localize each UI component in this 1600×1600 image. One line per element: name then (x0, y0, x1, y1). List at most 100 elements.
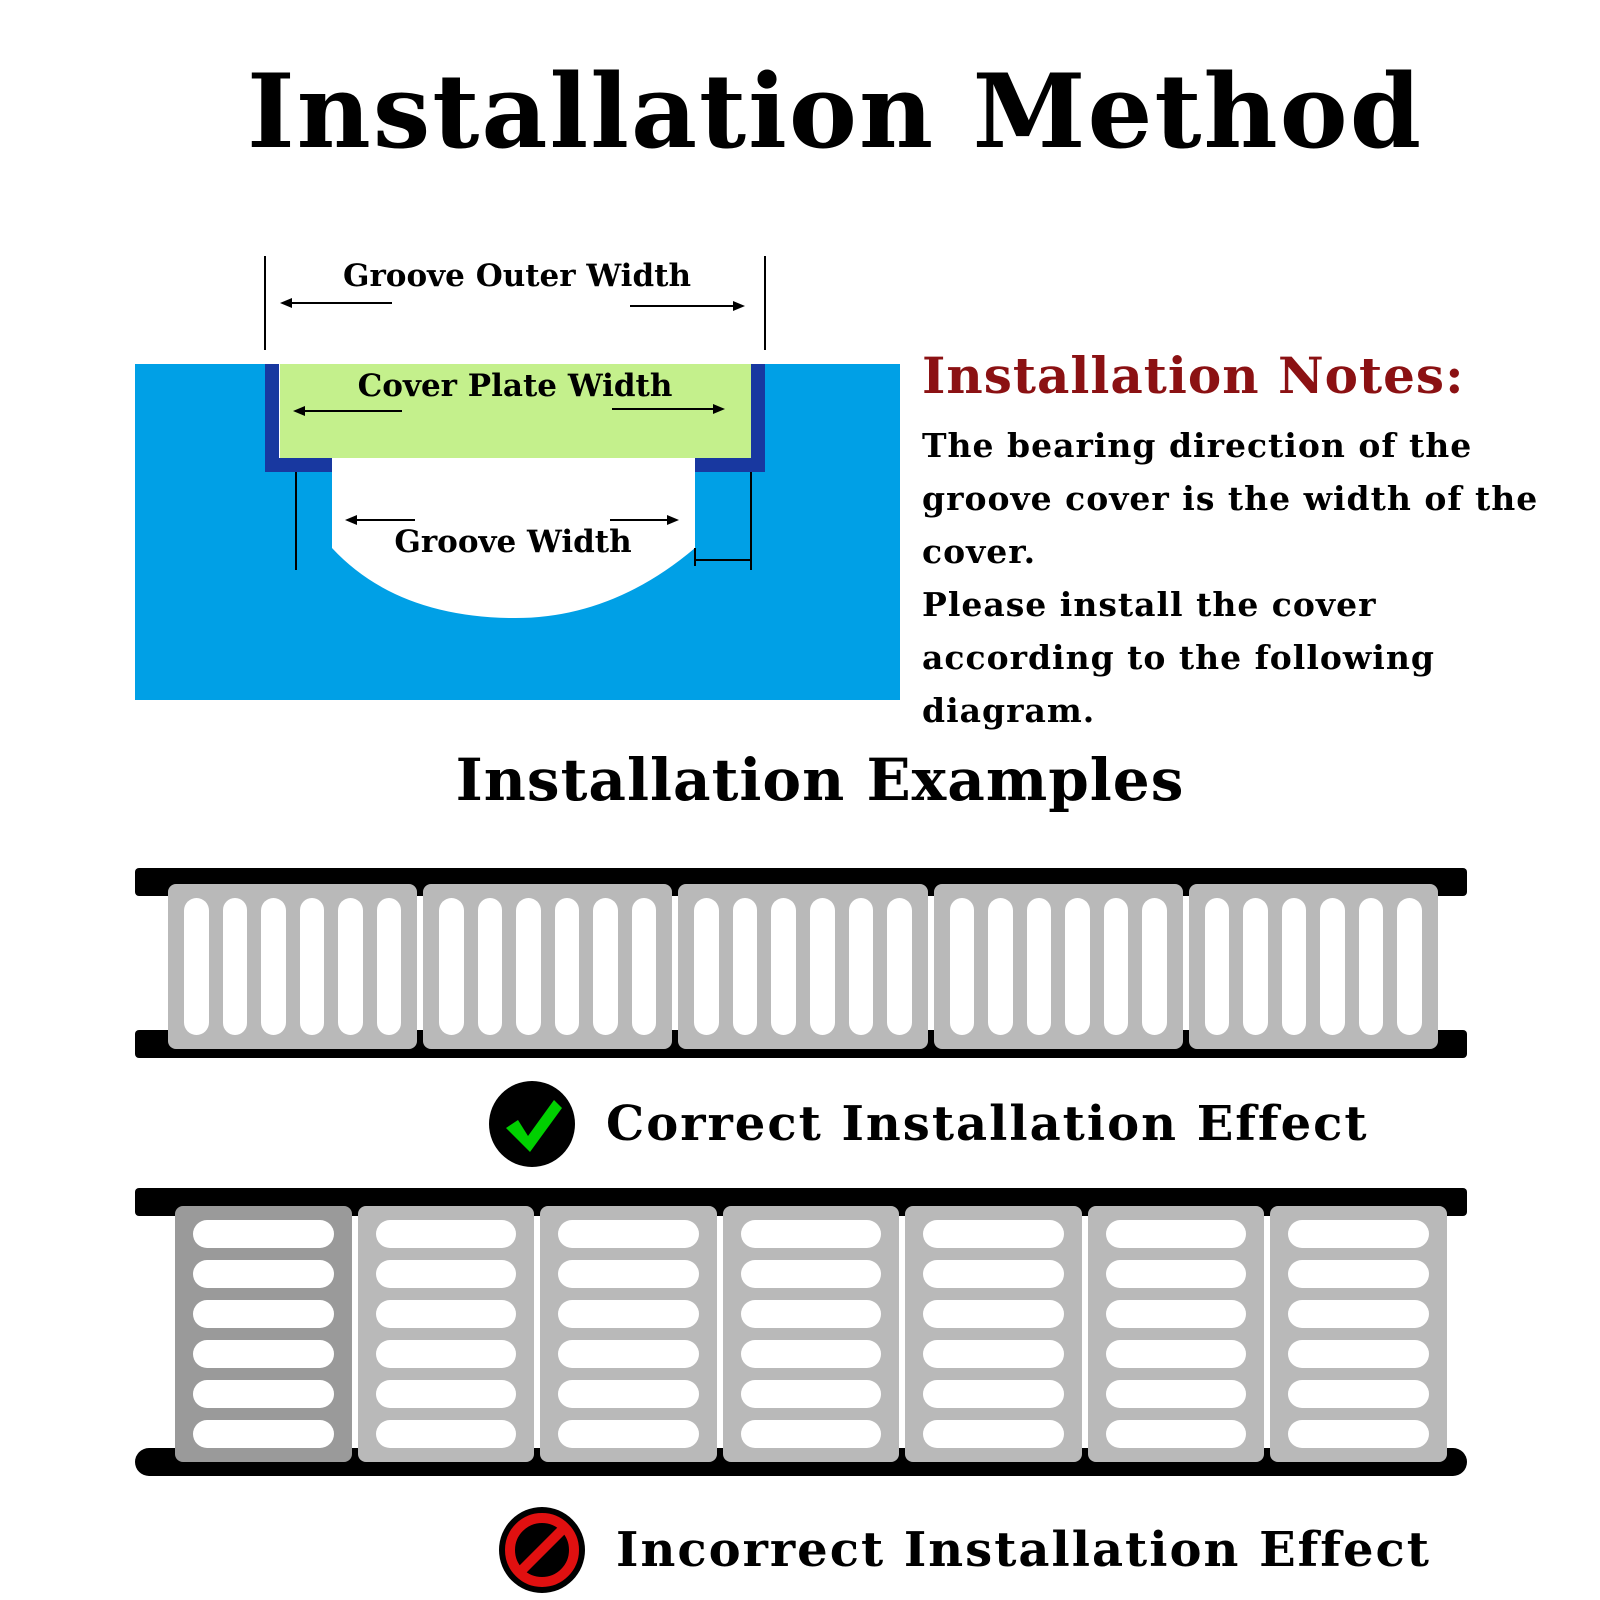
grate-slot (193, 1340, 334, 1368)
grate-slot (1105, 1420, 1247, 1448)
grate-slot (923, 1260, 1064, 1288)
notes-body: The bearing direction of the groove cove… (922, 419, 1572, 737)
notes-line-1: The bearing direction of the groove cove… (922, 426, 1539, 571)
grate-slot (1105, 1220, 1247, 1248)
check-icon (489, 1081, 575, 1167)
grate-plate (722, 1206, 900, 1462)
grate-slot (923, 1220, 1064, 1248)
grate-slot (558, 1300, 699, 1328)
grate-plate (1270, 1206, 1447, 1462)
grate-slot (477, 898, 503, 1035)
grate-slot (222, 898, 248, 1035)
grate-slot (923, 1380, 1064, 1408)
grate-slot (740, 1260, 882, 1288)
arrowhead (667, 515, 679, 525)
grate-plate (168, 884, 418, 1049)
arrowhead (345, 515, 357, 525)
grate-slot (558, 1220, 699, 1248)
grate-slot (375, 1220, 517, 1248)
grate-plate (933, 884, 1183, 1049)
grate-plate (423, 884, 673, 1049)
correct-caption: Correct Installation Effect (488, 1080, 1369, 1168)
grate-slot (848, 898, 874, 1035)
grate-slot (1105, 1300, 1247, 1328)
grate-slot (376, 898, 402, 1035)
grate-slot (1288, 1380, 1429, 1408)
grate-slot (558, 1340, 699, 1368)
grate-slot (1358, 898, 1384, 1035)
grate-slot (193, 1300, 334, 1328)
groove-outer-width-label: Groove Outer Width (343, 258, 691, 294)
grate-slot (193, 1220, 334, 1248)
arrowhead (280, 298, 292, 308)
grate-slot (1142, 898, 1167, 1035)
grate-slot (732, 898, 758, 1035)
grate-slot (439, 898, 464, 1035)
cover-plate-width-label: Cover Plate Width (358, 368, 673, 404)
page-title: Installation Method (246, 52, 1424, 172)
notes-title: Installation Notes: (922, 346, 1465, 405)
grate-slot (988, 898, 1013, 1035)
arrowhead (733, 301, 745, 311)
grate-slot (558, 1260, 699, 1288)
grate-slot (740, 1300, 882, 1328)
grate-slot (338, 898, 363, 1035)
grate-slot (949, 898, 975, 1035)
grate-slot (558, 1380, 699, 1408)
grate-slot (694, 898, 719, 1035)
correct-label: Correct Installation Effect (606, 1096, 1369, 1152)
grate-slot (1288, 1300, 1429, 1328)
grate-slot (184, 898, 209, 1035)
correct-grate-row (168, 884, 1438, 1049)
grate-slot (1204, 898, 1230, 1035)
grate-plate (678, 884, 928, 1049)
grate-slot (1320, 898, 1345, 1035)
grate-slot (193, 1260, 334, 1288)
grate-slot (1281, 898, 1307, 1035)
grate-plate (1087, 1206, 1265, 1462)
grate-slot (923, 1300, 1064, 1328)
grate-slot (809, 898, 835, 1035)
grate-slot (261, 898, 286, 1035)
left-frame (265, 364, 332, 472)
grate-slot (375, 1420, 517, 1448)
grate-slot (516, 898, 541, 1035)
grate-slot (1105, 1340, 1247, 1368)
groove-width-label: Groove Width (394, 524, 631, 560)
grate-slot (1288, 1220, 1429, 1248)
grate-slot (887, 898, 912, 1035)
grate-plate (357, 1206, 535, 1462)
grate-plate (175, 1206, 352, 1462)
prohibited-icon (499, 1507, 585, 1593)
grate-slot (740, 1220, 882, 1248)
grate-slot (554, 898, 580, 1035)
grate-slot (1065, 898, 1090, 1035)
grate-plate (1188, 884, 1438, 1049)
arrowhead (713, 404, 725, 414)
arrowhead (293, 406, 305, 416)
grate-slot (1288, 1260, 1429, 1288)
grate-slot (375, 1260, 517, 1288)
grate-slot (923, 1420, 1064, 1448)
grate-slot (375, 1340, 517, 1368)
grate-slot (1105, 1260, 1247, 1288)
grate-slot (1288, 1420, 1429, 1448)
grate-slot (375, 1380, 517, 1408)
grate-slot (375, 1300, 517, 1328)
grate-slot (593, 898, 618, 1035)
grate-slot (1026, 898, 1052, 1035)
grate-plate (905, 1206, 1082, 1462)
installation-notes: Installation Notes: The bearing directio… (922, 346, 1572, 737)
grate-slot (740, 1380, 882, 1408)
grate-slot (771, 898, 796, 1035)
grate-slot (1243, 898, 1268, 1035)
grate-slot (1288, 1340, 1429, 1368)
incorrect-label: Incorrect Installation Effect (616, 1522, 1431, 1578)
incorrect-grate-row (175, 1206, 1447, 1462)
notes-line-2: Please install the cover according to th… (922, 585, 1435, 730)
grate-plate (540, 1206, 717, 1462)
grate-slot (193, 1420, 334, 1448)
grate-slot (1103, 898, 1129, 1035)
grate-slot (740, 1420, 882, 1448)
grate-slot (923, 1340, 1064, 1368)
